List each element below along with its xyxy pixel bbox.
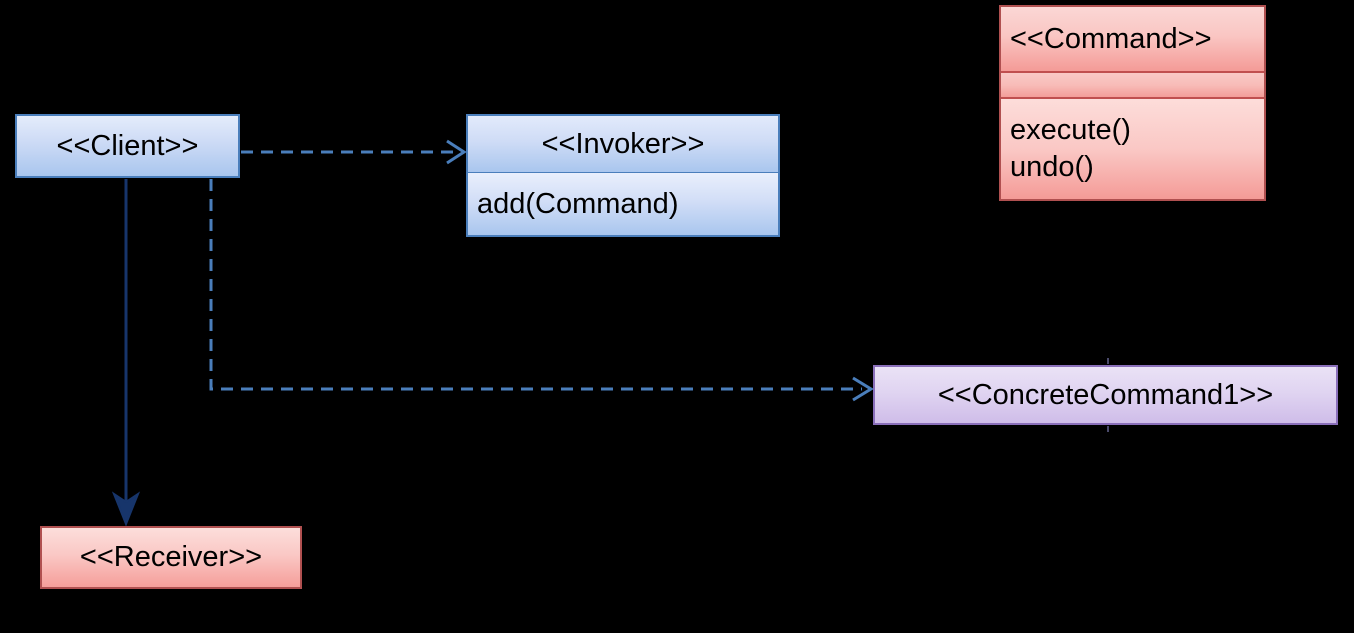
client-title: <<Client>> (17, 116, 238, 176)
command-methods-compartment: execute() undo() (1001, 99, 1264, 199)
uml-class-concrete-command-1[interactable]: <<ConcreteCommand1>> (873, 365, 1338, 425)
uml-class-command[interactable]: <<Command>> execute() undo() (999, 5, 1266, 201)
edge-client-to-receiver (111, 179, 141, 527)
edge-client-to-invoker (241, 139, 467, 165)
uml-class-receiver[interactable]: <<Receiver>> (40, 526, 302, 589)
uml-class-client[interactable]: <<Client>> (15, 114, 240, 178)
command-method-execute: execute() (1010, 113, 1131, 146)
command-method-undo: undo() (1010, 151, 1094, 183)
concrete-command-1-title: <<ConcreteCommand1>> (875, 367, 1336, 423)
uml-class-invoker[interactable]: <<Invoker>> add(Command) (466, 114, 780, 237)
receiver-title: <<Receiver>> (42, 528, 300, 587)
command-title: <<Command>> (1001, 7, 1264, 73)
invoker-method-add-command: add(Command) (468, 173, 778, 235)
command-attributes-compartment (1001, 73, 1264, 99)
invoker-title: <<Invoker>> (468, 116, 778, 173)
